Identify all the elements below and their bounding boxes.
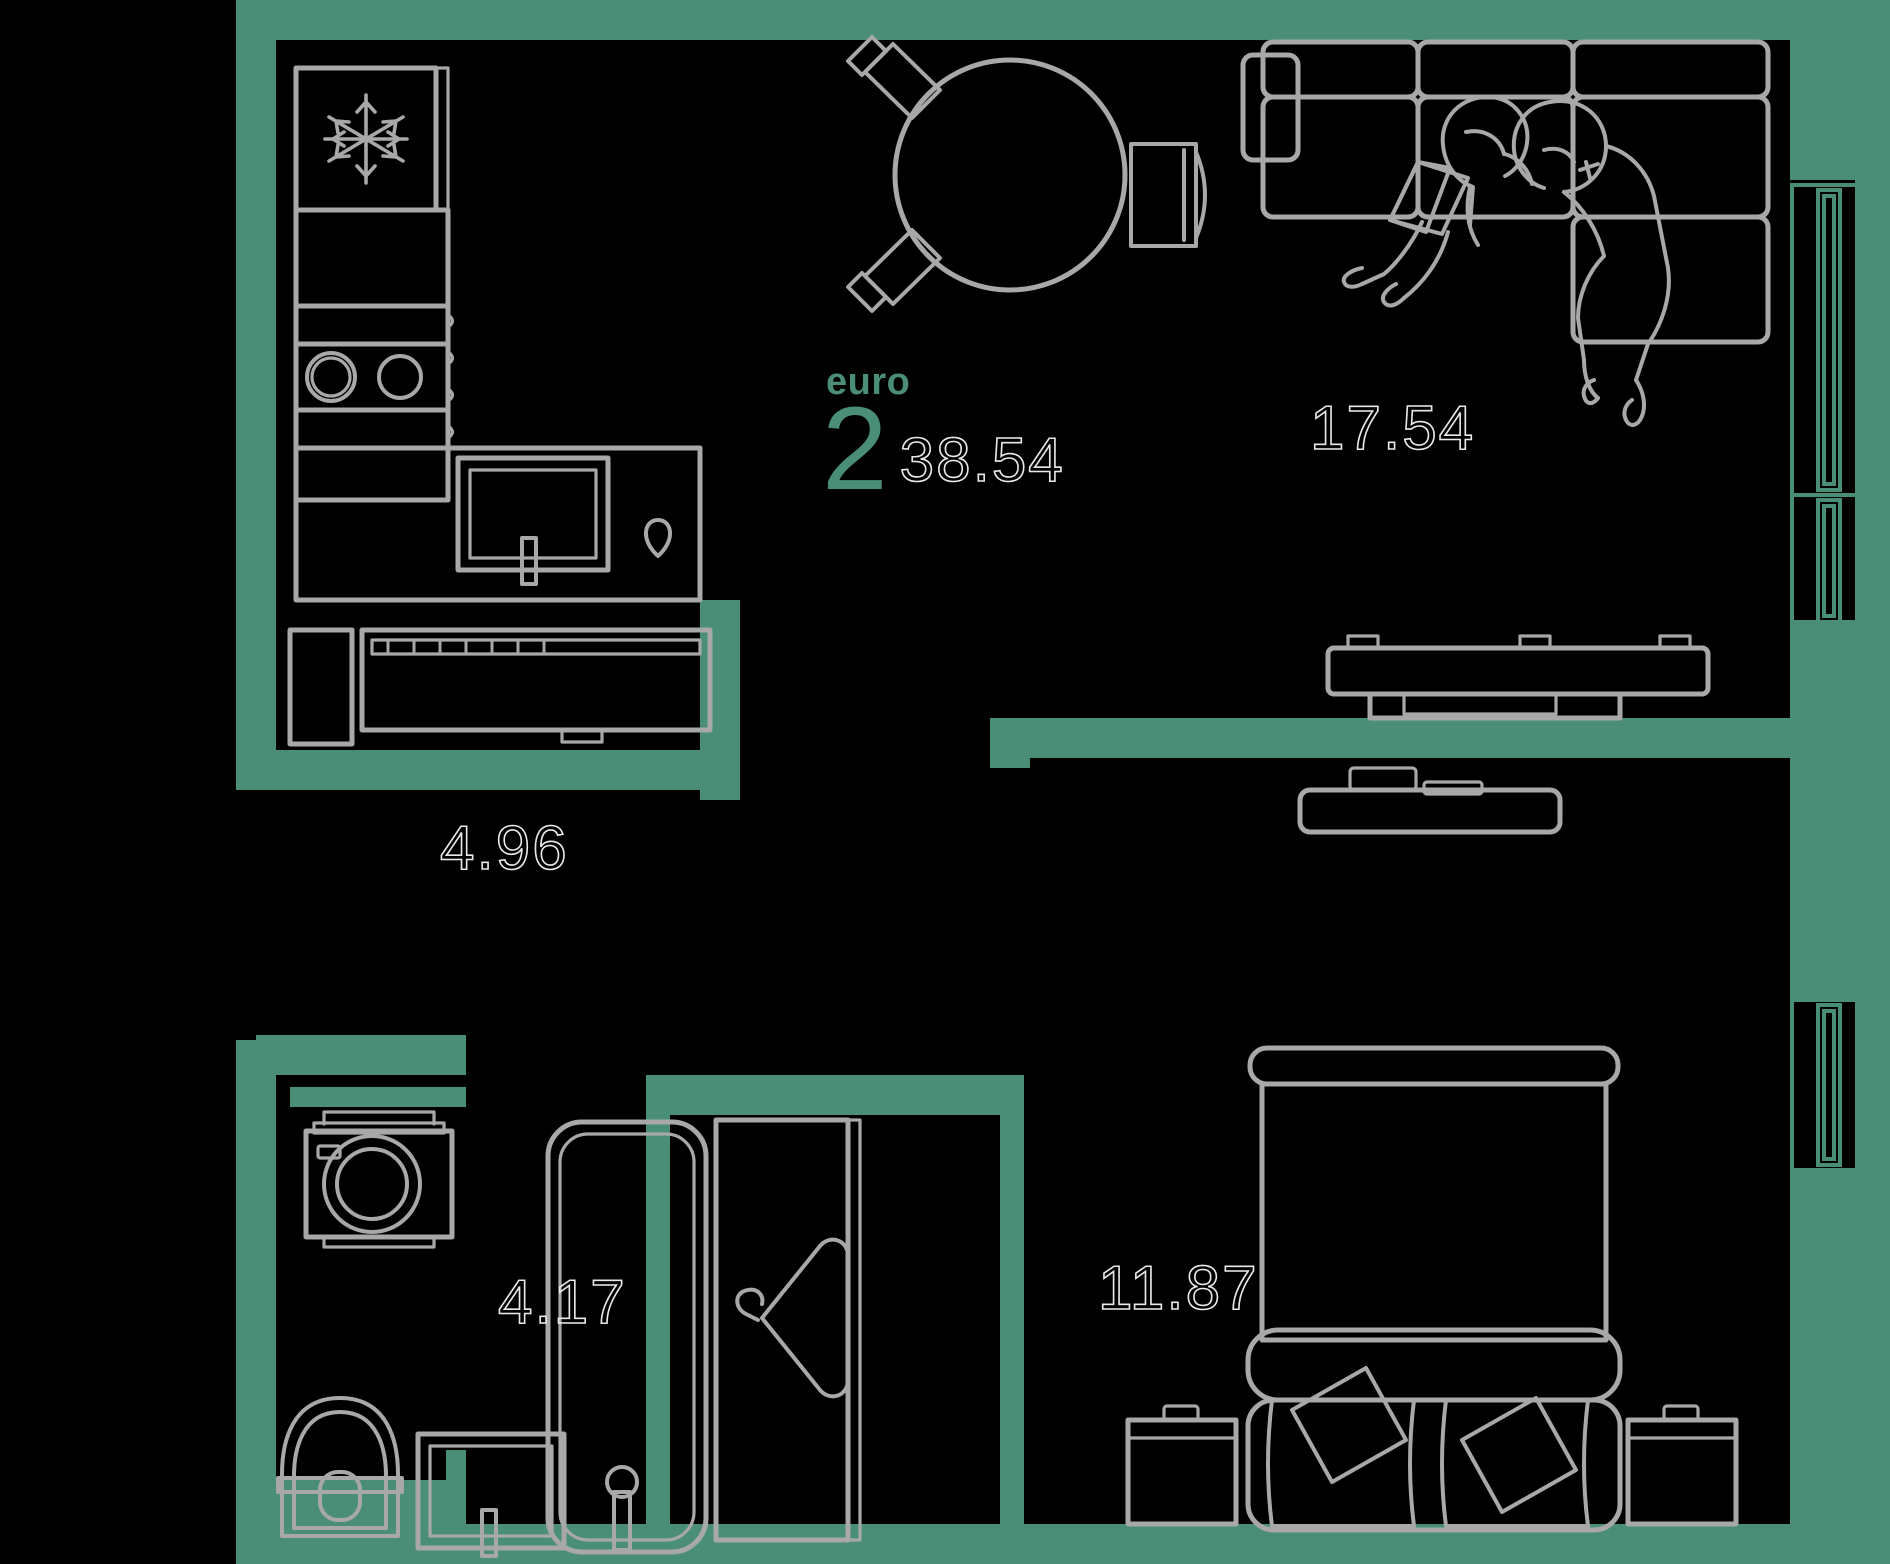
wardrobe-with-hanger [713,1117,862,1543]
total-area-label: 38.54 [899,425,1065,495]
dining-set [846,35,1207,313]
dining-chair [846,35,942,120]
dining-chair [846,228,942,313]
bedroom-furniture [1125,1045,1739,1533]
window-upper [1790,183,1862,627]
kitchen-furniture [287,65,713,747]
media-console [1297,634,1711,835]
brand-euro-label: euro [826,361,911,403]
bathroom-fixtures [276,1110,709,1558]
brand-rooms-count: 2 [822,383,888,515]
fridge-icon [323,93,409,185]
dining-chair [1129,142,1207,248]
window-lower [1790,998,1862,1352]
two-people-reading [1341,94,1671,427]
sectional-sofa [1240,39,1771,345]
walls [236,0,1890,1564]
brand-block: euro 2 38.54 [822,361,1065,515]
cabinet-handles [446,313,455,440]
